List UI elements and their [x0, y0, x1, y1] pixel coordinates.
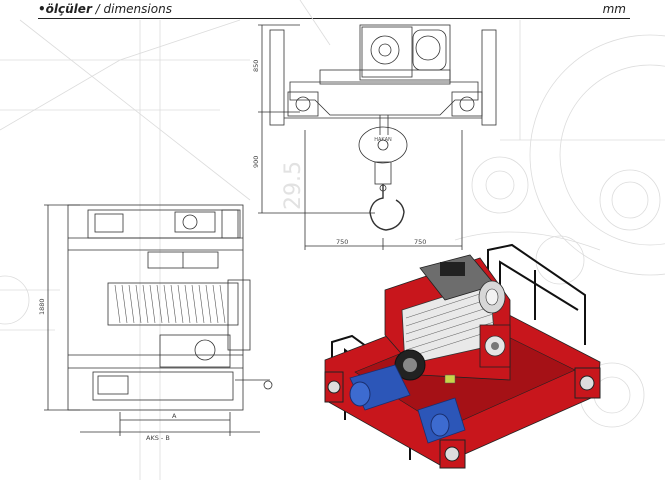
dim-half-span-left: 750 — [336, 238, 348, 246]
dim-height-top: 850 — [252, 60, 260, 72]
dim-a: A — [172, 412, 177, 420]
background-number: 29.5 — [281, 161, 306, 210]
top-view — [44, 204, 273, 436]
dim-half-span-right: 750 — [414, 238, 426, 246]
unit-label: mm — [602, 2, 626, 16]
hook-brand: HAKAN — [374, 137, 392, 143]
hoist-3d-render — [324, 243, 601, 469]
title-bold: ölçüler — [45, 2, 92, 16]
front-view — [258, 24, 497, 250]
section-title: •ölçüler / dimensions — [38, 2, 172, 16]
dim-height-hook: 900 — [252, 156, 260, 168]
section-header: •ölçüler / dimensions mm — [38, 2, 630, 19]
title-rest: / dimensions — [91, 2, 172, 16]
dim-overall-length: 1880 — [38, 298, 46, 315]
dim-b: AKS - B — [146, 434, 170, 442]
